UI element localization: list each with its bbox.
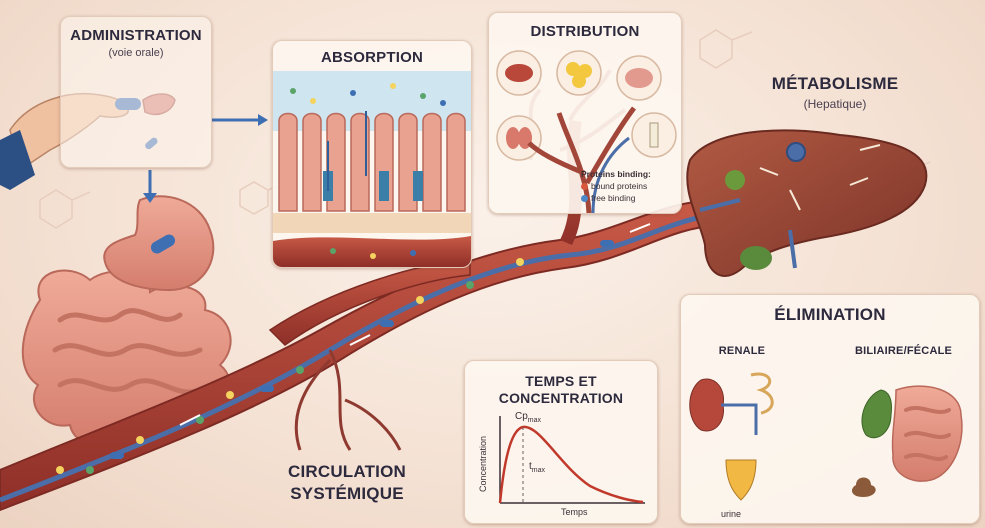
binding-bound-label: bound proteins (591, 181, 647, 191)
binding-free-label: free binding (591, 193, 635, 203)
circulation-line2: SYSTÉMIQUE (272, 484, 422, 504)
temps-ylabel: Concentration (478, 424, 488, 504)
administration-subtitle: (voie orale) (61, 47, 211, 59)
intestinal-villi-illustration (273, 41, 471, 267)
temps-xlabel: Temps (561, 507, 588, 517)
binding-free-item: free binding (581, 193, 635, 203)
temps-ylabel-wrap: Concentration (473, 431, 493, 501)
temps-panel: TEMPS ET CONCENTRATION Concentration Tem… (464, 360, 658, 524)
nephron-icon (751, 374, 772, 413)
bladder-icon (726, 460, 756, 500)
distribution-panel: DISTRIBUTION Proteins binding: bound pro… (488, 12, 682, 214)
kidney-icon (690, 379, 724, 431)
stool-icon (852, 478, 876, 498)
binding-title: Proteins binding: (581, 169, 651, 179)
tmax-label: tmax (529, 461, 545, 474)
absorption-panel: ABSORPTION (272, 40, 472, 268)
cpmax-label: Cpmax (515, 411, 541, 424)
metabolisme-subtitle: (Hepatique) (740, 97, 930, 111)
administration-panel: ADMINISTRATION (voie orale) (60, 16, 212, 168)
concentration-curve-chart (465, 361, 657, 523)
metabolisme-title: MÉTABOLISME (740, 74, 930, 94)
gallbladder-icon (862, 390, 892, 438)
urine-label: urine (721, 509, 741, 519)
elimination-panel: ÉLIMINATION RENALE BILIAIRE/FÉCALE urine (680, 294, 980, 524)
free-dot-icon (581, 195, 588, 202)
concentration-curve (500, 427, 643, 503)
administration-title: ADMINISTRATION (61, 27, 211, 44)
circulation-line1: CIRCULATION (272, 462, 422, 482)
liver (687, 130, 926, 276)
binding-bound-item: bound proteins (581, 181, 647, 191)
bound-dot-icon (581, 183, 588, 190)
